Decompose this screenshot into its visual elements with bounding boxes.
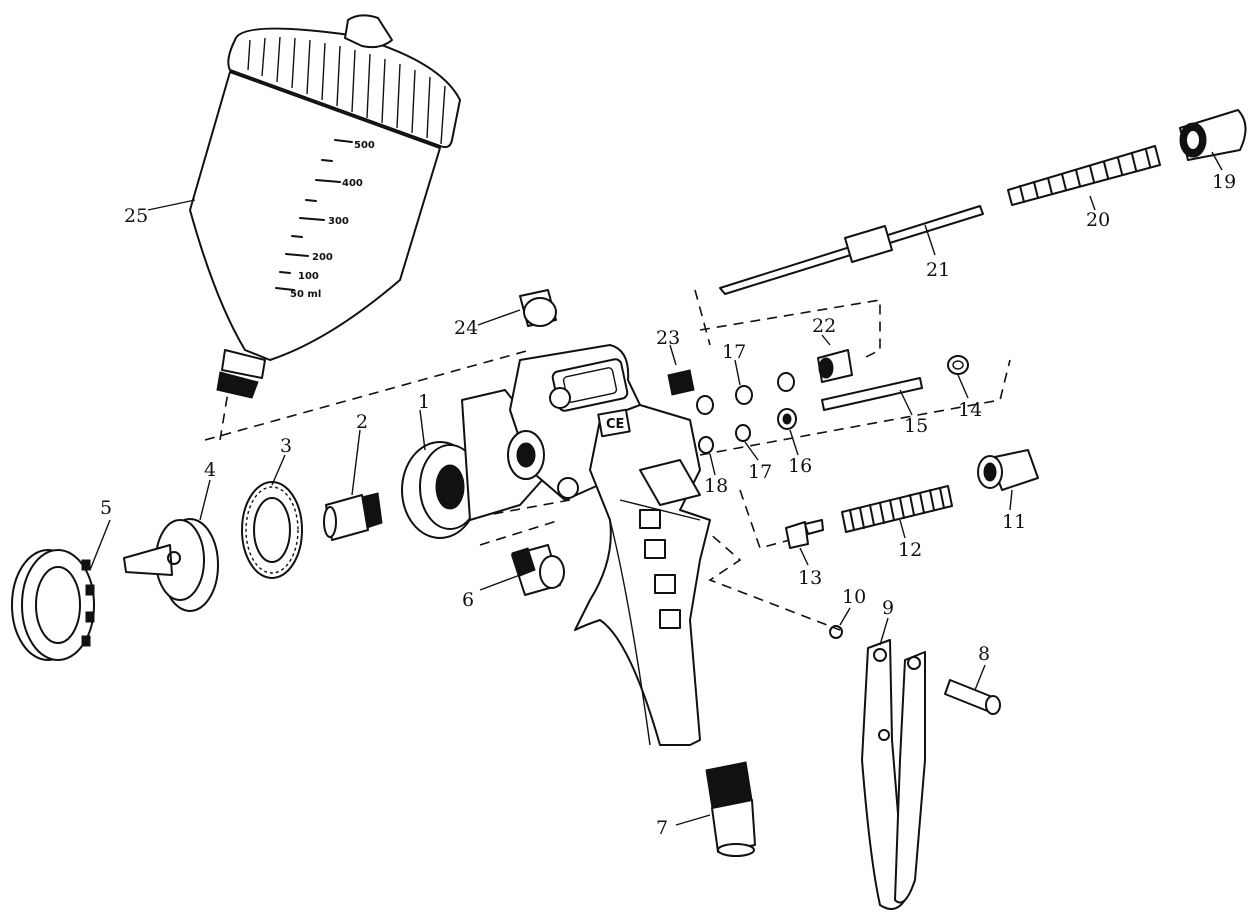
label-20: 20: [1086, 209, 1110, 231]
cup-scale-400: 400: [342, 178, 363, 189]
cup-scale-500: 500: [354, 140, 375, 151]
air-valve: [785, 519, 824, 549]
air-cap: [123, 518, 219, 612]
label-23: 23: [656, 327, 680, 349]
trigger: [861, 639, 926, 910]
fan-adjust-knob: [511, 544, 565, 596]
label-17a: 17: [722, 341, 746, 363]
label-13: 13: [798, 567, 822, 589]
air-valve-nut: [977, 449, 1039, 491]
label-14: 14: [958, 399, 982, 421]
label-19: 19: [1212, 171, 1236, 193]
cup-scale-100: 100: [298, 271, 319, 282]
label-22: 22: [812, 315, 836, 337]
label-1: 1: [418, 391, 430, 413]
baffle-ring: [241, 481, 303, 579]
gun-body: CE: [401, 344, 711, 746]
part-labels: 25 1 2 3 4 5 6 7 8 9 10 11 12 13 14 15 1…: [100, 171, 1236, 839]
valve-spring: [841, 485, 953, 533]
cup-scale-300: 300: [328, 216, 349, 227]
label-10: 10: [842, 586, 866, 608]
label-8: 8: [978, 643, 990, 665]
label-21: 21: [926, 259, 950, 281]
assembly-guides: [204, 289, 1011, 631]
cup-scale-50ml: 50 ml: [290, 289, 321, 300]
paint-cup: [189, 14, 461, 399]
air-cap-ring: [11, 549, 95, 661]
label-24: 24: [454, 317, 478, 339]
small-parts: [696, 355, 969, 454]
clip: [829, 625, 843, 639]
label-7: 7: [656, 817, 668, 839]
air-inlet: [705, 761, 756, 857]
label-18: 18: [704, 475, 728, 497]
label-2: 2: [356, 411, 368, 433]
plugs: [519, 289, 853, 396]
trigger-pin: [944, 679, 1001, 715]
label-6: 6: [462, 589, 474, 611]
label-4: 4: [204, 459, 216, 481]
label-16: 16: [788, 455, 812, 477]
cup-scale-200: 200: [312, 252, 333, 263]
label-3: 3: [280, 435, 292, 457]
label-9: 9: [882, 597, 894, 619]
fluid-nozzle: [323, 492, 383, 541]
label-12: 12: [898, 539, 922, 561]
ce-mark: CE: [606, 417, 624, 432]
cup-scale: 500 400 300 200 100 50 ml: [290, 140, 375, 300]
label-17b: 17: [748, 461, 772, 483]
label-25: 25: [124, 205, 148, 227]
leader-lines: [89, 151, 1223, 826]
label-5: 5: [100, 497, 112, 519]
label-11: 11: [1002, 511, 1026, 533]
needle-assembly: [719, 109, 1247, 295]
label-15: 15: [904, 415, 928, 437]
